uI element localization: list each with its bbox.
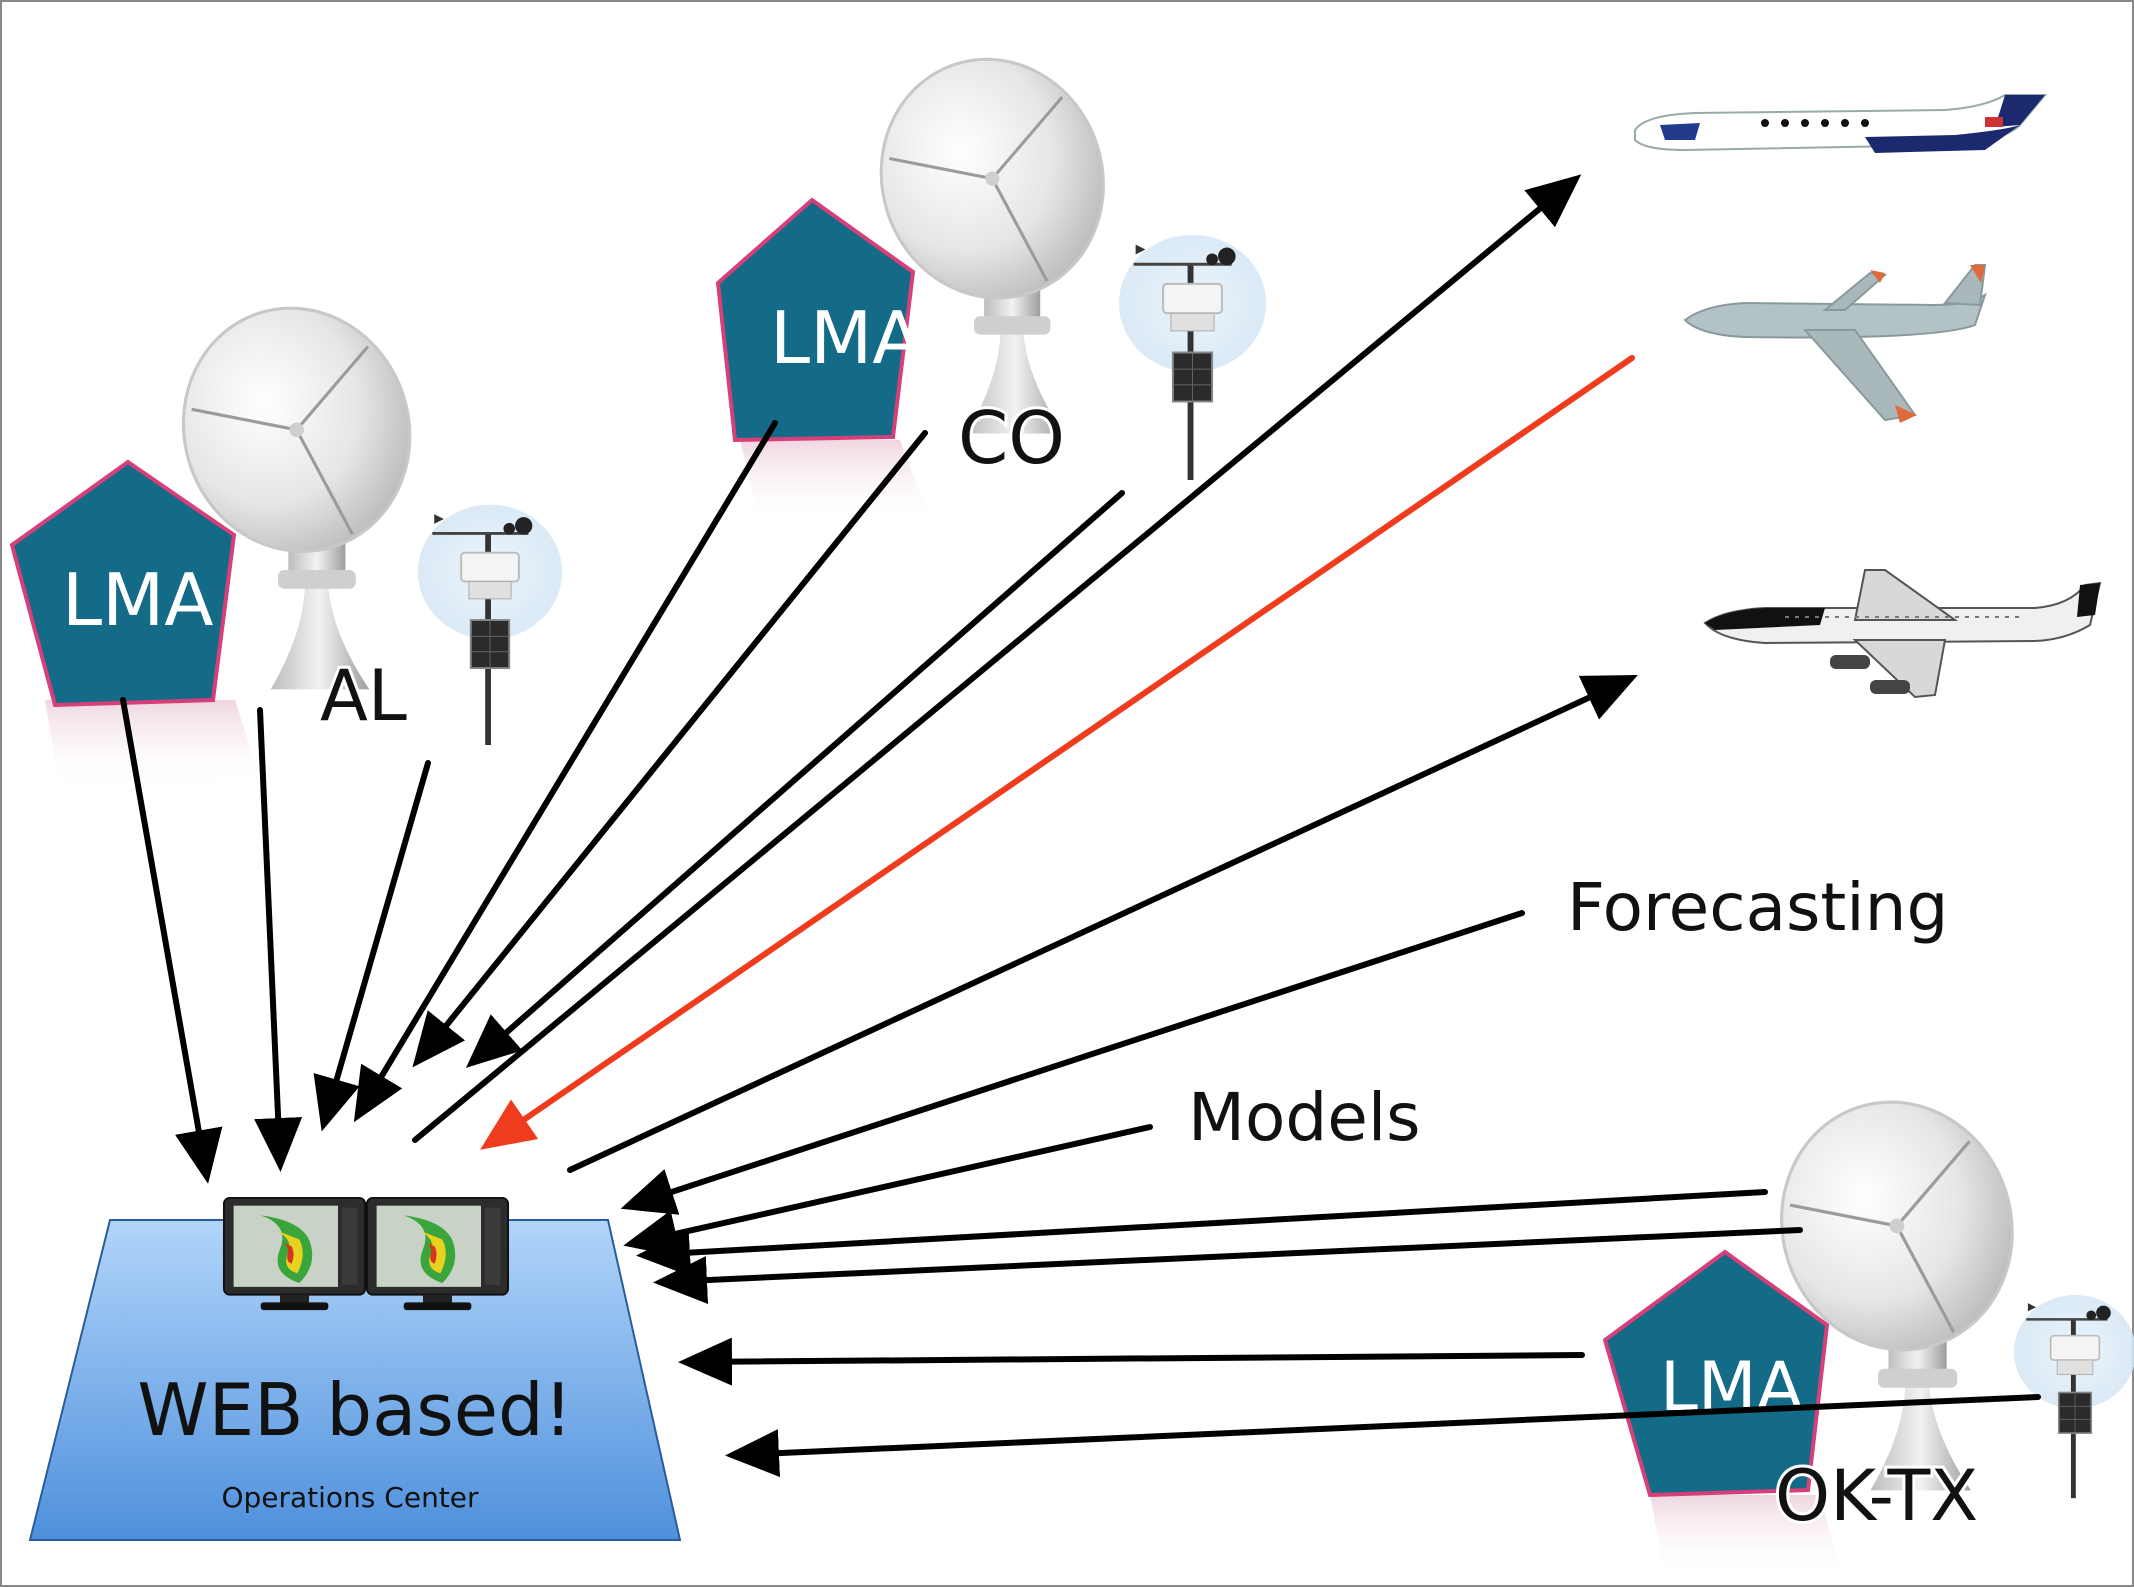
arrow-ops-gulfstream bbox=[412, 174, 1582, 1143]
weather-station-icon bbox=[418, 505, 562, 745]
forecasting-label: Forecasting bbox=[1567, 869, 1948, 946]
lma-al-reflection bbox=[45, 700, 260, 790]
arrow-jet-red bbox=[480, 355, 1635, 1150]
arrow-co-2 bbox=[412, 430, 928, 1068]
lma-oktx-pentagon bbox=[1602, 1249, 1830, 1498]
site-oktx: LMA OK-TX bbox=[1602, 1080, 2134, 1575]
arrow-oktx-3 bbox=[678, 1337, 1585, 1386]
operations-center: WEB based! Operations Center bbox=[28, 1196, 682, 1541]
arrow-ops-dc8 bbox=[567, 674, 1638, 1173]
arrow-co-3 bbox=[465, 490, 1125, 1068]
arrow-al-3 bbox=[313, 760, 431, 1132]
lma-co-reflection bbox=[740, 440, 930, 525]
arrows bbox=[120, 174, 2041, 1478]
models-label: Models bbox=[1188, 1079, 1421, 1156]
arrow-al-2 bbox=[254, 707, 303, 1172]
ops-title: WEB based! bbox=[137, 1368, 572, 1452]
lma-al-pentagon bbox=[9, 459, 237, 708]
site-oktx-label: OK-TX bbox=[1775, 1455, 1978, 1537]
lma-co-label: LMA bbox=[770, 296, 922, 380]
arrow-oktx-2 bbox=[653, 1227, 1803, 1305]
ops-subtitle: Operations Center bbox=[221, 1481, 479, 1514]
arrow-oktx-4 bbox=[725, 1394, 2041, 1478]
site-al-label: AL bbox=[320, 655, 407, 737]
aircraft-icon bbox=[1683, 264, 1987, 423]
aircraft-icon bbox=[1703, 569, 2102, 699]
lma-co-pentagon bbox=[715, 197, 916, 443]
aircraft-icon bbox=[1634, 94, 2048, 153]
weather-station-icon bbox=[1119, 235, 1266, 480]
site-co: LMA CO bbox=[715, 40, 1266, 525]
arrow-co-1 bbox=[353, 420, 778, 1123]
monitor-icon bbox=[222, 1196, 367, 1312]
arrow-al-1 bbox=[120, 697, 223, 1184]
arrow-oktx-1 bbox=[636, 1189, 1768, 1277]
lma-oktx-reflection bbox=[1650, 1495, 1840, 1575]
arrow-models bbox=[623, 1124, 1153, 1258]
monitor-icon bbox=[365, 1196, 510, 1312]
site-al: LMA AL bbox=[9, 285, 562, 790]
arrow-forecasting bbox=[620, 910, 1525, 1215]
lma-al-label: LMA bbox=[62, 558, 214, 642]
site-co-label: CO bbox=[958, 396, 1065, 480]
